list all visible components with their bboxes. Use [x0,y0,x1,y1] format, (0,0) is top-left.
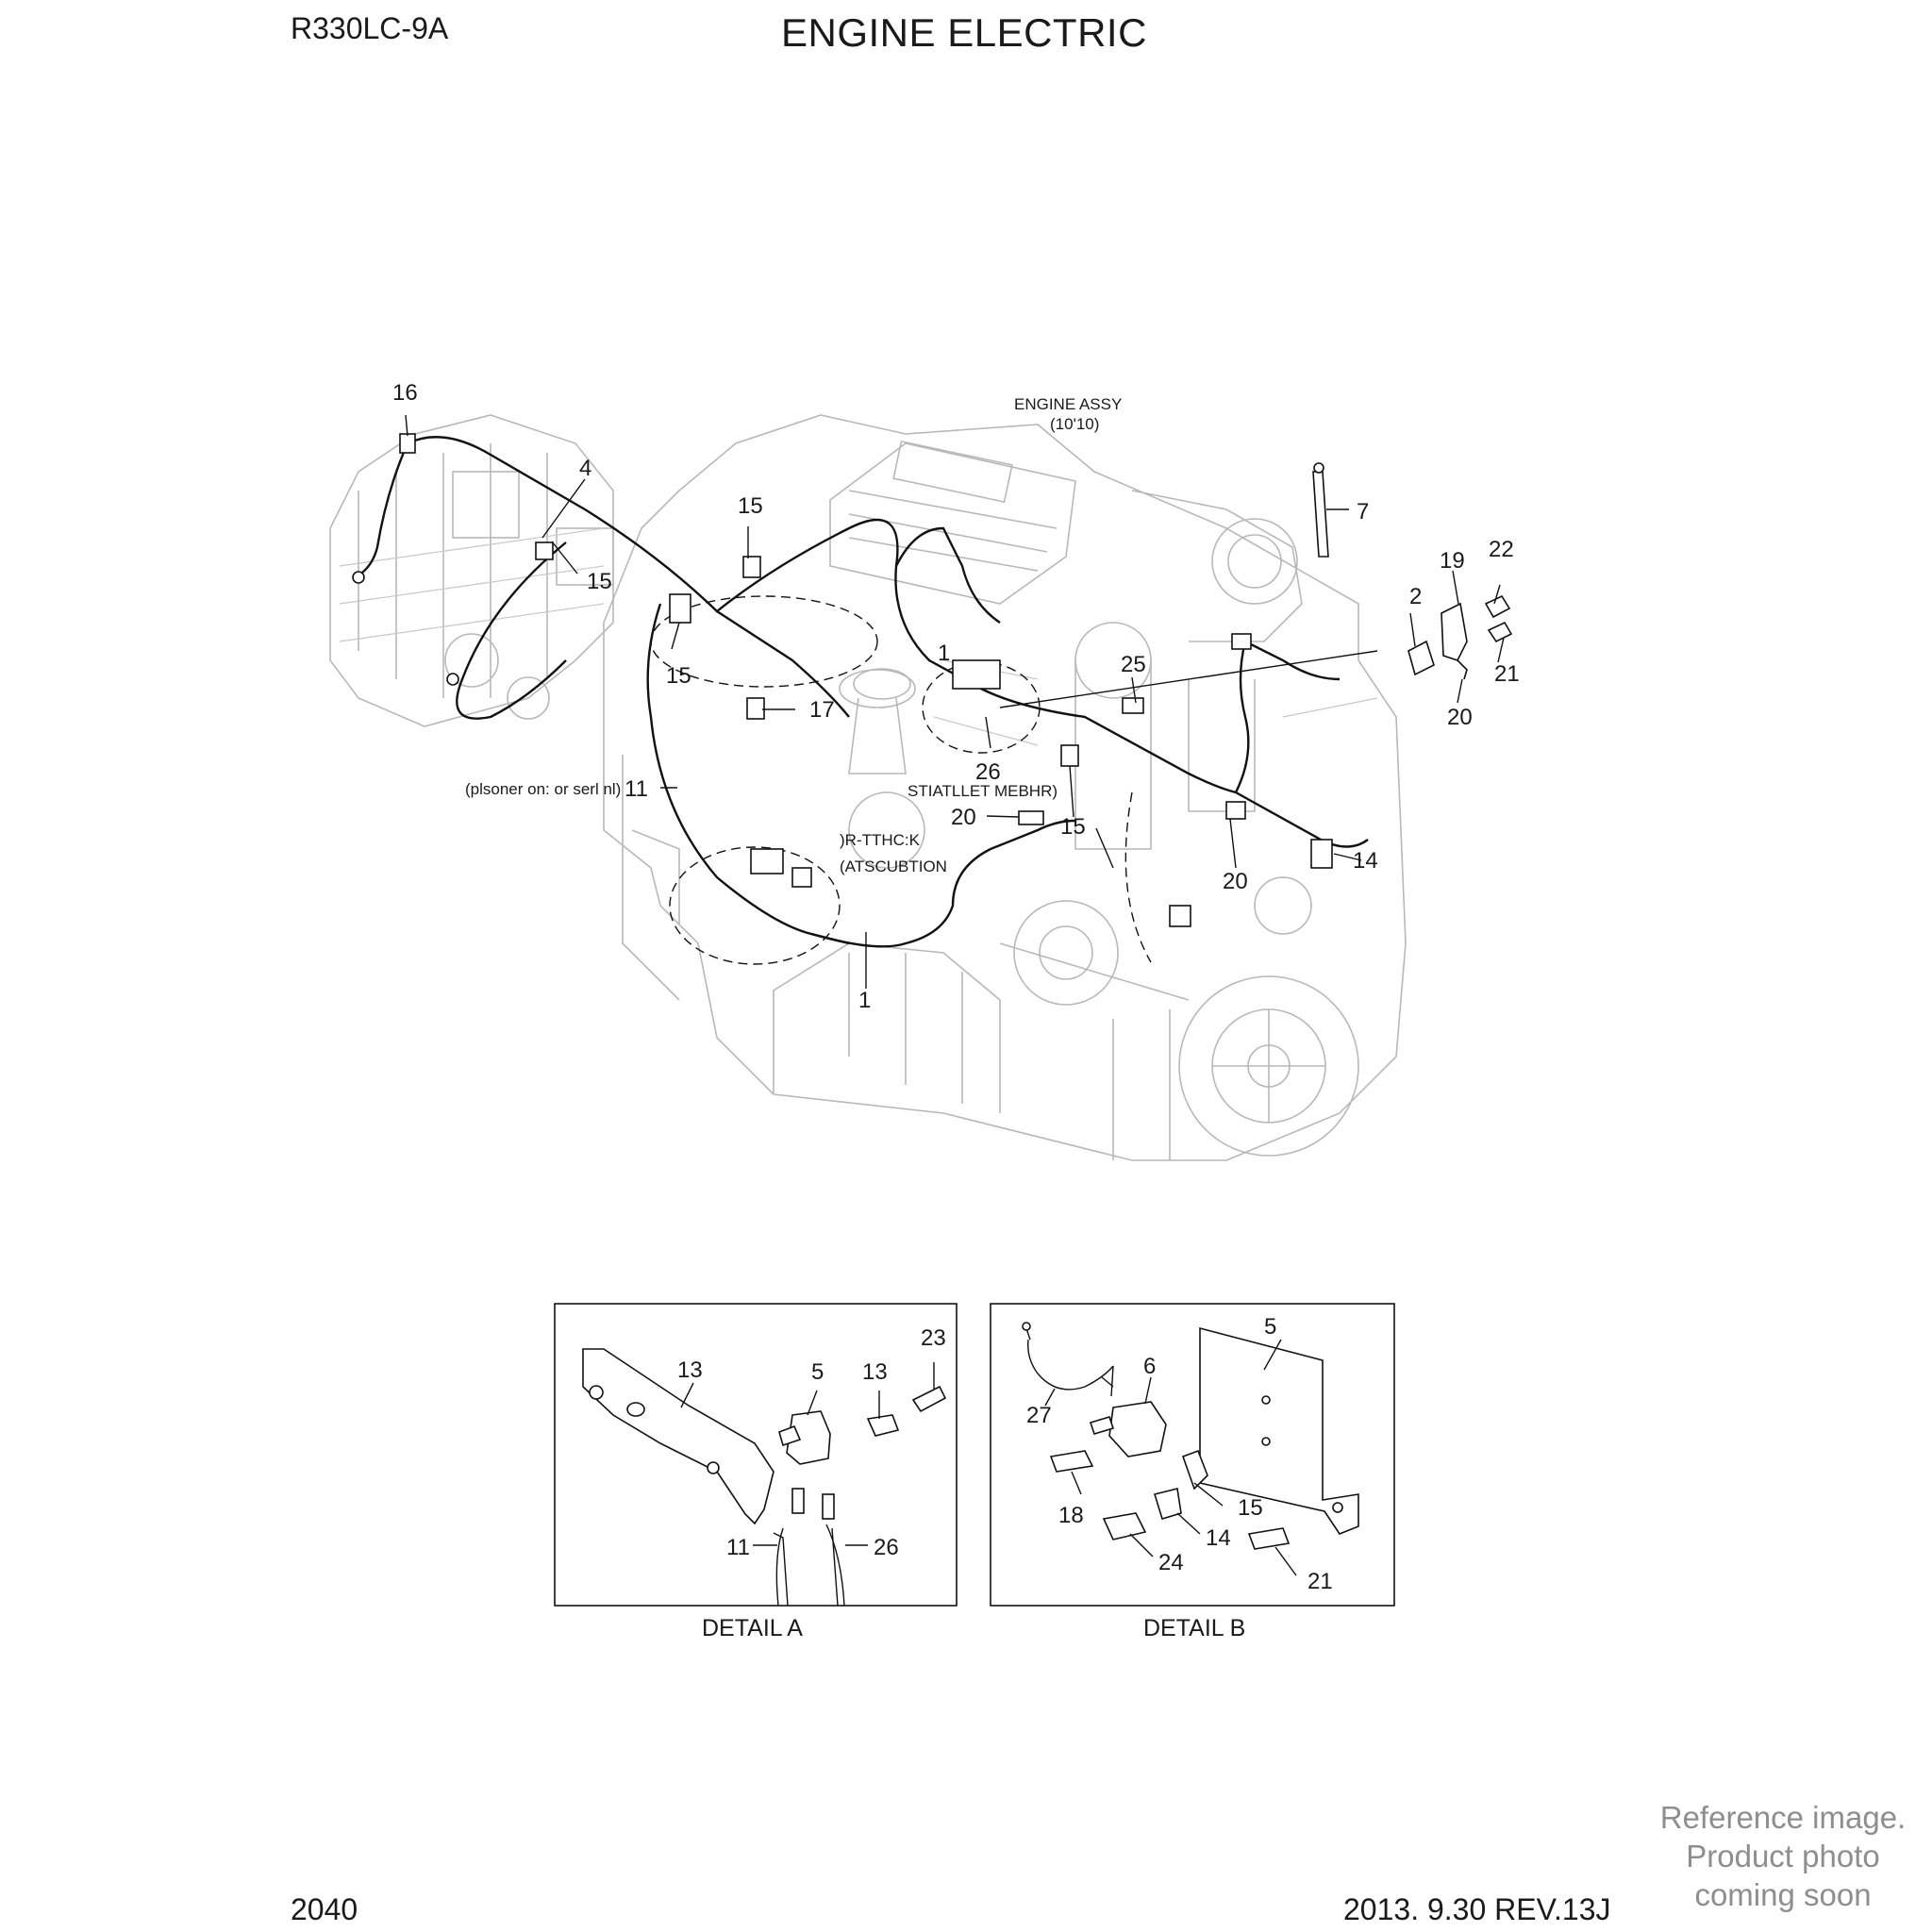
callout-16: 16 [392,380,418,406]
callout-7: 7 [1357,499,1369,525]
page-title: ENGINE ELECTRIC [781,10,1147,55]
detail-a-caption: DETAIL A [702,1615,803,1641]
callout-2: 2 [1409,584,1422,609]
engine-assy-label: ENGINE ASSY [1014,395,1122,413]
detail-b-callout-18: 18 [1058,1503,1084,1528]
note-alternator-2: (ATSCUBTION [840,858,947,875]
harness-connectors [352,433,1333,927]
callout-11: 11 [625,776,648,802]
detail-b-callout-6: 6 [1143,1354,1156,1379]
engine-assy-sub: (10'10) [1050,415,1099,433]
callout-17: 17 [809,697,835,723]
revision-date: 2013. 9.30 REV.13J [1343,1892,1611,1926]
note-starter: STIATLLET MEBHR) [908,782,1058,800]
detail-a-callout-13-b: 13 [862,1359,888,1385]
main-view-notes: ENGINE ASSY (10'10) (plsoner on: or serl… [465,395,1122,875]
detail-b-callout-14: 14 [1206,1525,1231,1551]
detail-b-callout-15: 15 [1238,1495,1263,1521]
callout-1-b: 1 [938,641,950,666]
callout-22: 22 [1489,537,1514,562]
detail-b-caption: DETAIL B [1143,1615,1245,1641]
callout-20-c: 20 [1447,705,1473,730]
reference-watermark: Reference image. Product photo coming so… [1585,1798,1932,1914]
detail-b-callout-5: 5 [1264,1314,1276,1340]
detail-a-panel: 13 5 13 23 11 26 DETAIL A [554,1303,958,1641]
callout-14: 14 [1353,848,1378,874]
page-number: 2040 [291,1892,358,1926]
callout-21: 21 [1494,661,1520,687]
detail-a-callout-11: 11 [726,1535,750,1560]
callout-15-b: 15 [587,569,612,594]
callout-15-c: 15 [666,663,691,689]
callout-15-d: 15 [1060,814,1086,840]
main-view-callouts: 16 4 15 15 15 17 11 1 26 1 25 20 15 20 1… [392,380,1520,1013]
watermark-line-3: coming soon [1694,1877,1872,1912]
engine-assembly-drawing [329,414,1407,1161]
wiring-harness [358,436,1369,965]
model-number: R330LC-9A [291,11,449,45]
note-left: (plsoner on: or serl nl) [465,780,621,798]
callout-20-a: 20 [951,805,976,830]
watermark-line-2: Product photo [1686,1839,1880,1874]
note-alternator-1: )R-TTHC:K [840,831,921,849]
callout-15-a: 15 [738,493,763,519]
callout-4: 4 [579,456,591,481]
right-side-parts [999,462,1513,708]
detail-a-callout-26: 26 [874,1535,899,1560]
detail-b-callout-24: 24 [1158,1550,1184,1575]
callout-26: 26 [975,759,1001,785]
callout-19: 19 [1440,548,1465,574]
detail-a-callout-13-a: 13 [677,1357,703,1383]
callout-25: 25 [1121,652,1146,677]
callout-leaders [405,414,1505,989]
callout-20-b: 20 [1223,869,1248,894]
watermark-line-1: Reference image. [1659,1800,1907,1835]
detail-a-callout-23: 23 [921,1325,946,1351]
callout-1-a: 1 [858,988,871,1013]
detail-b-callout-21: 21 [1307,1569,1333,1594]
detail-b-callout-27: 27 [1026,1403,1052,1428]
detail-a-callout-5: 5 [811,1359,824,1385]
detail-b-panel: 5 6 27 18 15 14 24 21 DETAIL B [990,1303,1395,1641]
